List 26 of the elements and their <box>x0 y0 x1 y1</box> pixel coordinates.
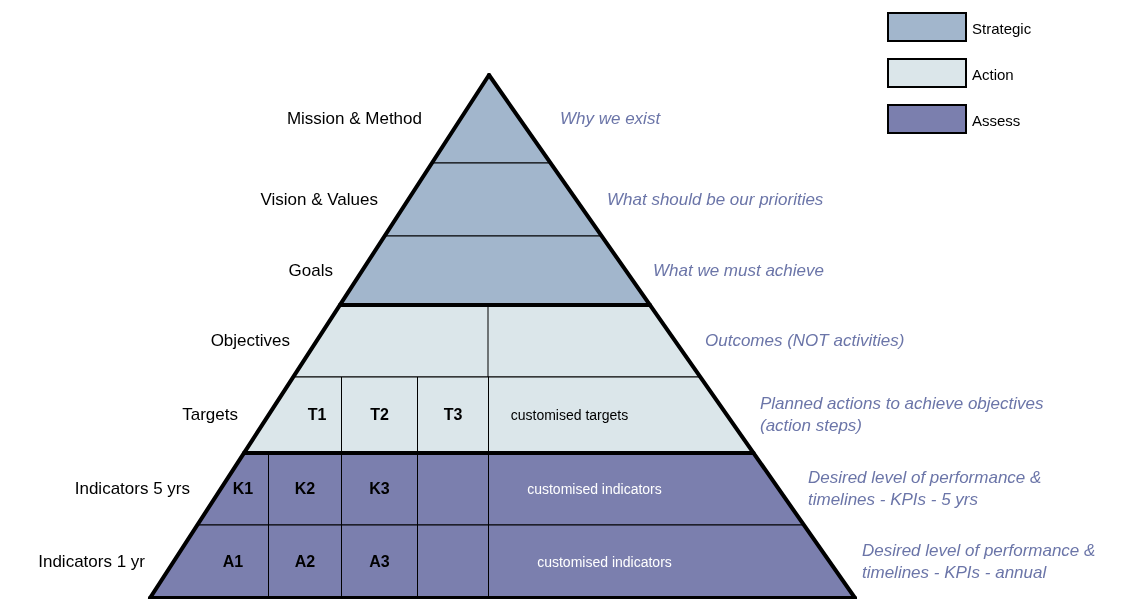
tier-label: Indicators 1 yr <box>38 551 145 572</box>
grid-cell: customised indicators <box>488 525 720 598</box>
legend-label: Assess <box>972 112 1021 129</box>
grid-cell: A1 <box>198 525 268 598</box>
tier-description: Desired level of performance & timelines - KPIs - annual <box>862 539 1097 584</box>
tier-label: Mission & Method <box>286 109 422 129</box>
tier-label: Goals <box>288 260 333 281</box>
grid-cell: T1 <box>293 377 341 453</box>
tier-description: What we must achieve <box>653 259 825 282</box>
grid-cell: T2 <box>341 377 417 453</box>
legend-label: Strategic <box>972 20 1032 37</box>
grid-cell: customised targets <box>488 377 650 453</box>
tier-description: What should be our priorities <box>607 188 825 211</box>
grid-cell: A2 <box>268 525 341 598</box>
tier-label: Objectives <box>210 331 290 351</box>
tier-description: Planned actions to achieve objectives (action steps) <box>760 393 1045 437</box>
tier-label: Indicators 5 yrs <box>74 479 190 499</box>
grid-cell: T3 <box>417 377 488 453</box>
tier-label: Targets <box>182 405 238 425</box>
tier-description: Outcomes (NOT activities) <box>705 330 906 352</box>
tier-label: Vision & Values <box>260 189 378 210</box>
tier-description: Why we exist <box>560 108 662 130</box>
grid-cell: A3 <box>341 525 417 598</box>
legend-label: Action <box>972 66 1014 83</box>
tier-description: Desired level of performance & timelines - KPIs - 5 yrs <box>808 467 1043 511</box>
grid-cell: K1 <box>218 453 268 525</box>
